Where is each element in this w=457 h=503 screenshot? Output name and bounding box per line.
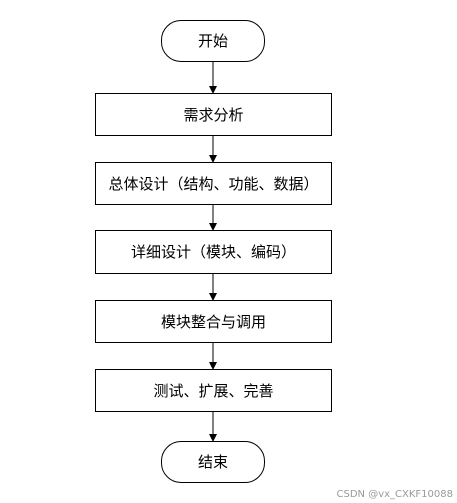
watermark: CSDN @vx_CXKF10088 — [336, 489, 453, 500]
step-label: 需求分析 — [183, 105, 244, 124]
start-terminal: 开始 — [161, 20, 265, 62]
step-requirements-analysis: 需求分析 — [95, 93, 332, 136]
step-overall-design: 总体设计（结构、功能、数据） — [95, 162, 332, 205]
start-label: 开始 — [197, 32, 228, 50]
step-label: 详细设计（模块、编码） — [130, 243, 296, 261]
step-label: 测试、扩展、完善 — [153, 381, 274, 400]
end-terminal: 结束 — [161, 441, 265, 483]
step-label: 总体设计（结构、功能、数据） — [108, 174, 319, 193]
step-detailed-design: 详细设计（模块、编码） — [95, 230, 332, 274]
end-label: 结束 — [197, 453, 228, 471]
step-label: 模块整合与调用 — [160, 312, 266, 331]
step-module-integration: 模块整合与调用 — [95, 300, 332, 343]
step-testing: 测试、扩展、完善 — [95, 369, 332, 412]
